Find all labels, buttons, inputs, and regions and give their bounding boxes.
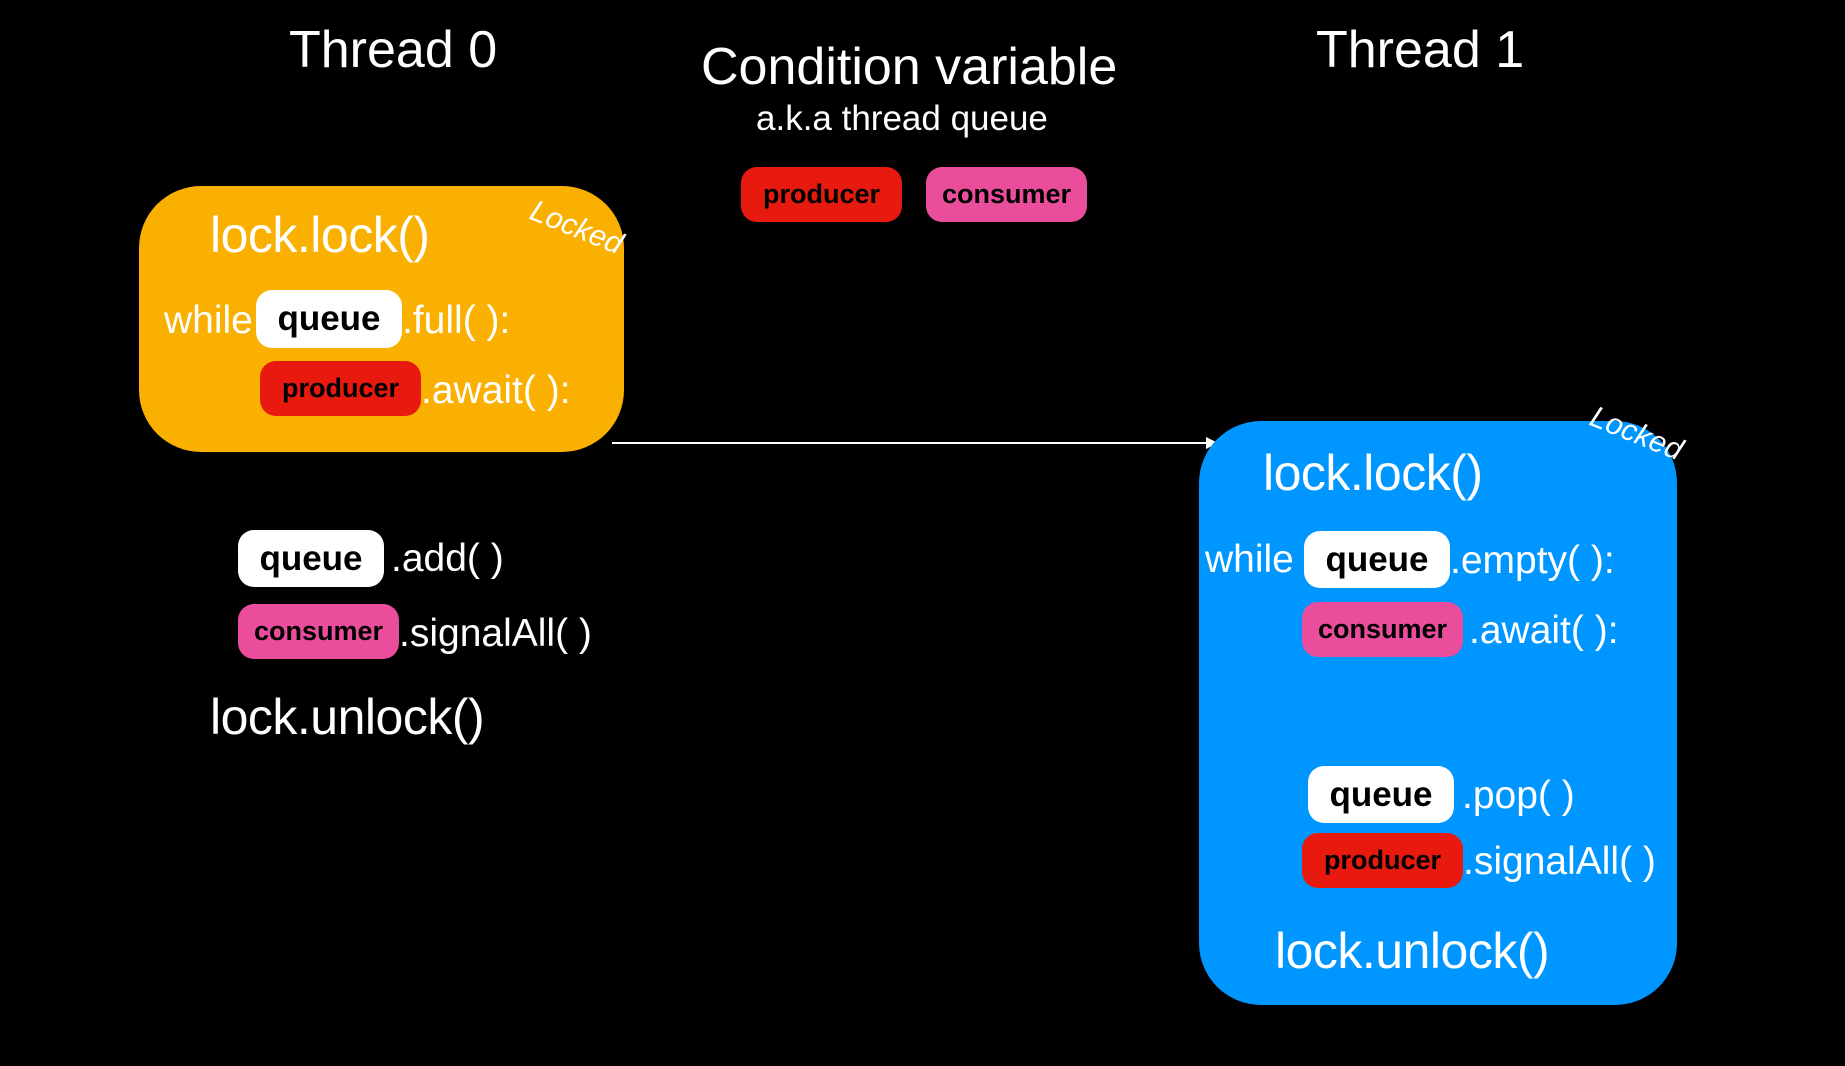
thread1-queue-chip: queue [1304, 531, 1450, 588]
thread0-title: Thread 0 [289, 21, 498, 79]
cv-producer-label: producer [762, 179, 881, 209]
cv-consumer-label: consumer [941, 179, 1072, 209]
thread1-signal-all-call: .signalAll( ) [1463, 840, 1656, 883]
thread1-consumer-label: consumer [1317, 614, 1448, 644]
thread1-pop-queue-label: queue [1329, 774, 1433, 814]
condition-variable-title: Condition variable [701, 38, 1118, 96]
thread0-add-queue-label: queue [259, 538, 363, 578]
thread0-unlock-call: lock.unlock() [210, 689, 485, 745]
thread1-pop-queue-chip: queue [1308, 766, 1454, 823]
thread0-consumer-label: consumer [253, 616, 384, 646]
thread0-producer-label: producer [281, 373, 400, 403]
thread1-producer-label: producer [1323, 845, 1442, 875]
cv-producer-queue: producer [741, 167, 902, 222]
thread0-signal-all-call: .signalAll( ) [399, 612, 592, 655]
thread1-await-call: .await( ): [1469, 609, 1619, 652]
thread0-await-call: .await( ): [421, 369, 571, 412]
thread1-locked-region [1199, 421, 1677, 1005]
thread0-add-queue-chip: queue [238, 530, 384, 587]
thread1-while-keyword: while [1205, 538, 1294, 581]
thread0-queue-label: queue [277, 299, 381, 338]
thread0-consumer-chip: consumer [238, 604, 399, 659]
thread0-full-call: .full( ): [402, 299, 511, 342]
cv-consumer-queue: consumer [926, 167, 1087, 222]
thread1-pop-call: .pop( ) [1462, 774, 1575, 817]
condition-variable-subtitle: a.k.a thread queue [756, 99, 1048, 138]
thread1-queue-label: queue [1325, 539, 1429, 579]
thread1-empty-call: .empty( ): [1450, 539, 1615, 582]
thread0-while-keyword: while [164, 299, 253, 342]
thread0-producer-chip: producer [260, 361, 421, 416]
thread0-add-call: .add( ) [391, 537, 504, 580]
thread1-lock-call: lock.lock() [1263, 445, 1483, 501]
thread0-queue-chip: queue [256, 290, 402, 348]
thread1-consumer-chip: consumer [1302, 602, 1463, 657]
thread1-title: Thread 1 [1316, 21, 1525, 79]
thread0-lock-call: lock.lock() [210, 207, 430, 263]
thread1-producer-chip: producer [1302, 833, 1463, 888]
thread1-unlock-call: lock.unlock() [1275, 923, 1550, 979]
